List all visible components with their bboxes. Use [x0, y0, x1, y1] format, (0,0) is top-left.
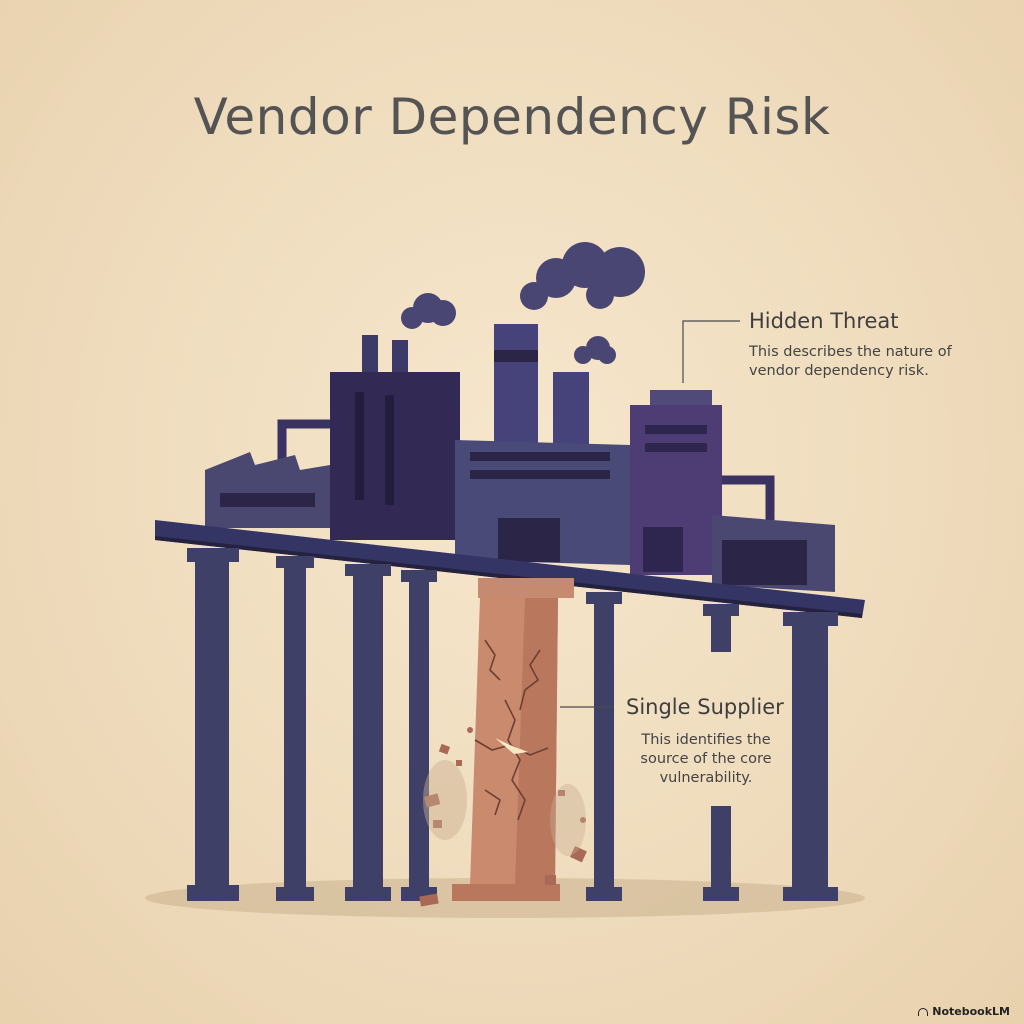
hidden-threat-title: Hidden Threat — [749, 309, 899, 333]
smoke-clouds — [401, 242, 645, 364]
chimney-center-2 — [553, 372, 589, 450]
right-pipe — [715, 475, 775, 520]
notebooklm-logo-icon — [918, 1007, 929, 1016]
single-supplier-description: This identifies the source of the core v… — [640, 732, 772, 786]
cracked-pillar — [452, 578, 574, 901]
notebooklm-branding: NotebookLM — [918, 1005, 1010, 1018]
platform — [155, 520, 865, 618]
single-supplier-title: Single Supplier — [626, 695, 784, 719]
page-title: Vendor Dependency Risk — [193, 88, 831, 146]
left-pipe — [277, 419, 341, 460]
hidden-threat-description: This describes the nature of vendor depe… — [749, 344, 952, 379]
hidden-threat-leader — [682, 320, 740, 383]
dust-cloud — [423, 760, 467, 840]
debris — [419, 727, 587, 907]
chimney-center-1 — [494, 324, 538, 449]
tall-block — [330, 372, 460, 540]
chimney-left-1 — [362, 335, 378, 383]
sawtooth-building — [205, 452, 330, 528]
pillars — [187, 548, 838, 901]
